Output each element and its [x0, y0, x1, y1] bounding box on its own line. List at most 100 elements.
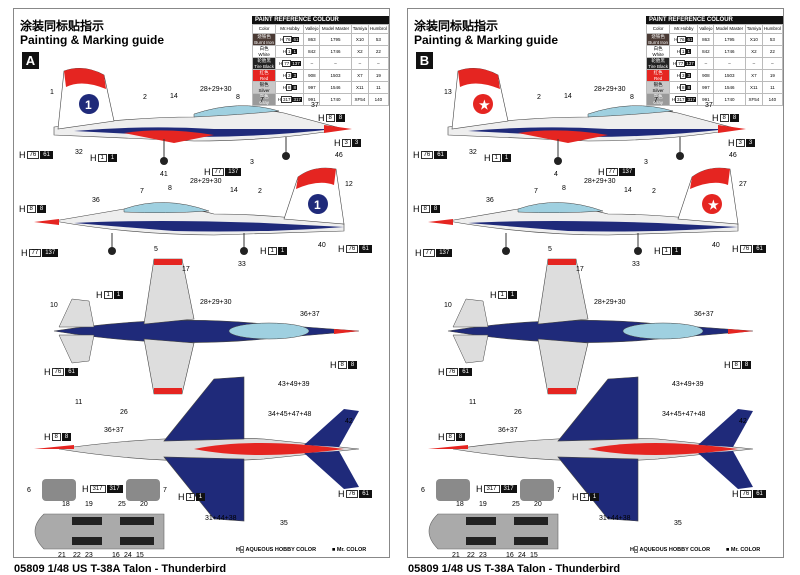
part-callout: 28+29+30: [584, 178, 616, 185]
title-english: Painting & Marking guide: [414, 33, 559, 47]
part-callout: 33: [632, 261, 640, 268]
svg-text:★: ★: [479, 98, 490, 112]
part-callout: 3: [250, 159, 254, 166]
part-callout: 34+45+47+48: [268, 411, 312, 418]
humbrol-code: 140: [367, 93, 390, 106]
h-mark: H: [732, 244, 739, 254]
table-header: Color: [645, 24, 671, 34]
color-name-cn: 烧铁色: [257, 34, 271, 39]
part-callout: 22: [73, 552, 81, 559]
h-mark: H: [476, 484, 483, 494]
mr-color-code: 317: [500, 485, 517, 493]
mr-color-code: 317: [686, 96, 696, 102]
mr-color-code: 1: [671, 247, 682, 255]
tamiya-code: X10: [350, 33, 369, 46]
model-master-code: 1795: [319, 33, 352, 46]
color-name: Red: [259, 75, 269, 81]
mr-color-code: 61: [292, 36, 300, 42]
part-callout: 42: [345, 418, 353, 425]
part-callout: 23: [479, 552, 487, 559]
aqueous-code: 317: [280, 95, 293, 103]
part-callout: 14: [624, 187, 632, 194]
color-name: Gray: [259, 99, 269, 105]
legend-mr-color: ■ Mr. COLOR: [726, 547, 761, 553]
part-callout: 14: [564, 93, 572, 100]
color-name: Red: [653, 75, 663, 81]
humbrol-code: 22: [367, 45, 390, 58]
humbrol-code: 53: [761, 33, 784, 46]
color-name: Tire Black: [254, 63, 275, 69]
side-view-2: 1: [34, 167, 345, 255]
panel-b: ★ ★ 涂装同标贴指示 Painting & Marking guide B P…: [407, 8, 784, 559]
h-mark: H: [90, 153, 97, 163]
side-view-1: ★: [447, 67, 746, 165]
scheme-badge: B: [416, 52, 433, 69]
part-callout: 32: [75, 149, 83, 156]
aqueous-code: 8: [285, 83, 293, 91]
color-name: Silver: [258, 87, 270, 93]
aqueous-code: 1: [491, 154, 501, 162]
aqueous-code: 1: [97, 154, 107, 162]
humbrol-code: 11: [367, 81, 390, 94]
top-view: [53, 258, 360, 395]
mr-color-code: 8: [430, 205, 441, 213]
vallejo-code: 908: [303, 69, 321, 82]
legend-mr-color-label: Mr. COLOR: [336, 547, 367, 553]
aqueous-code: 8: [325, 114, 335, 122]
aqueous-code: 3: [679, 71, 687, 79]
aqueous-code: 8: [719, 114, 729, 122]
part-callout: 1: [50, 89, 54, 96]
table-header: Model Master: [319, 24, 352, 34]
model-master-code: –: [319, 57, 352, 70]
part-callout: 3: [644, 159, 648, 166]
table-title: PAINT REFERENCE COLOUR: [252, 16, 389, 24]
mr-color-code: 8: [292, 84, 297, 90]
mr-color-code: 8: [36, 205, 47, 213]
part-callout: 28+29+30: [190, 178, 222, 185]
part-callout: 28+29+30: [200, 299, 232, 306]
mr-color-code: 1: [507, 291, 518, 299]
aircraft-views: 1 1: [34, 67, 360, 550]
bottom-view: [34, 376, 360, 522]
mr-color-code: 61: [359, 245, 372, 253]
mr-color-code: 8: [729, 114, 740, 122]
part-callout: 25: [118, 501, 126, 508]
table-header: Model Master: [713, 24, 746, 34]
h-mark: H: [82, 484, 89, 494]
mr-color-code: 61: [40, 151, 53, 159]
h-mark: H: [338, 489, 345, 499]
part-callout: 37: [311, 102, 319, 109]
part-callout: 19: [85, 501, 93, 508]
aqueous-code: 8: [51, 433, 61, 441]
part-callout: 7: [557, 487, 561, 494]
mr-color-code: 3: [745, 139, 756, 147]
part-callout: 8: [562, 185, 566, 192]
h-mark: H: [415, 248, 422, 258]
svg-text:★: ★: [708, 198, 719, 212]
h-mark: H: [96, 290, 103, 300]
scheme-badge: A: [22, 52, 39, 69]
h-mark: H: [44, 367, 51, 377]
tamiya-code: XF54: [350, 93, 369, 106]
part-callout: 2: [143, 94, 147, 101]
cockpit-tubs: [428, 479, 559, 550]
mr-color-code: 61: [459, 368, 472, 376]
h-mark: H: [654, 246, 661, 256]
aqueous-code: 77: [211, 168, 225, 176]
mr-color-code: 137: [436, 249, 453, 257]
part-callout: 32: [469, 149, 477, 156]
vallejo-code: 842: [303, 45, 321, 58]
table-header: Vallejo: [697, 24, 715, 34]
